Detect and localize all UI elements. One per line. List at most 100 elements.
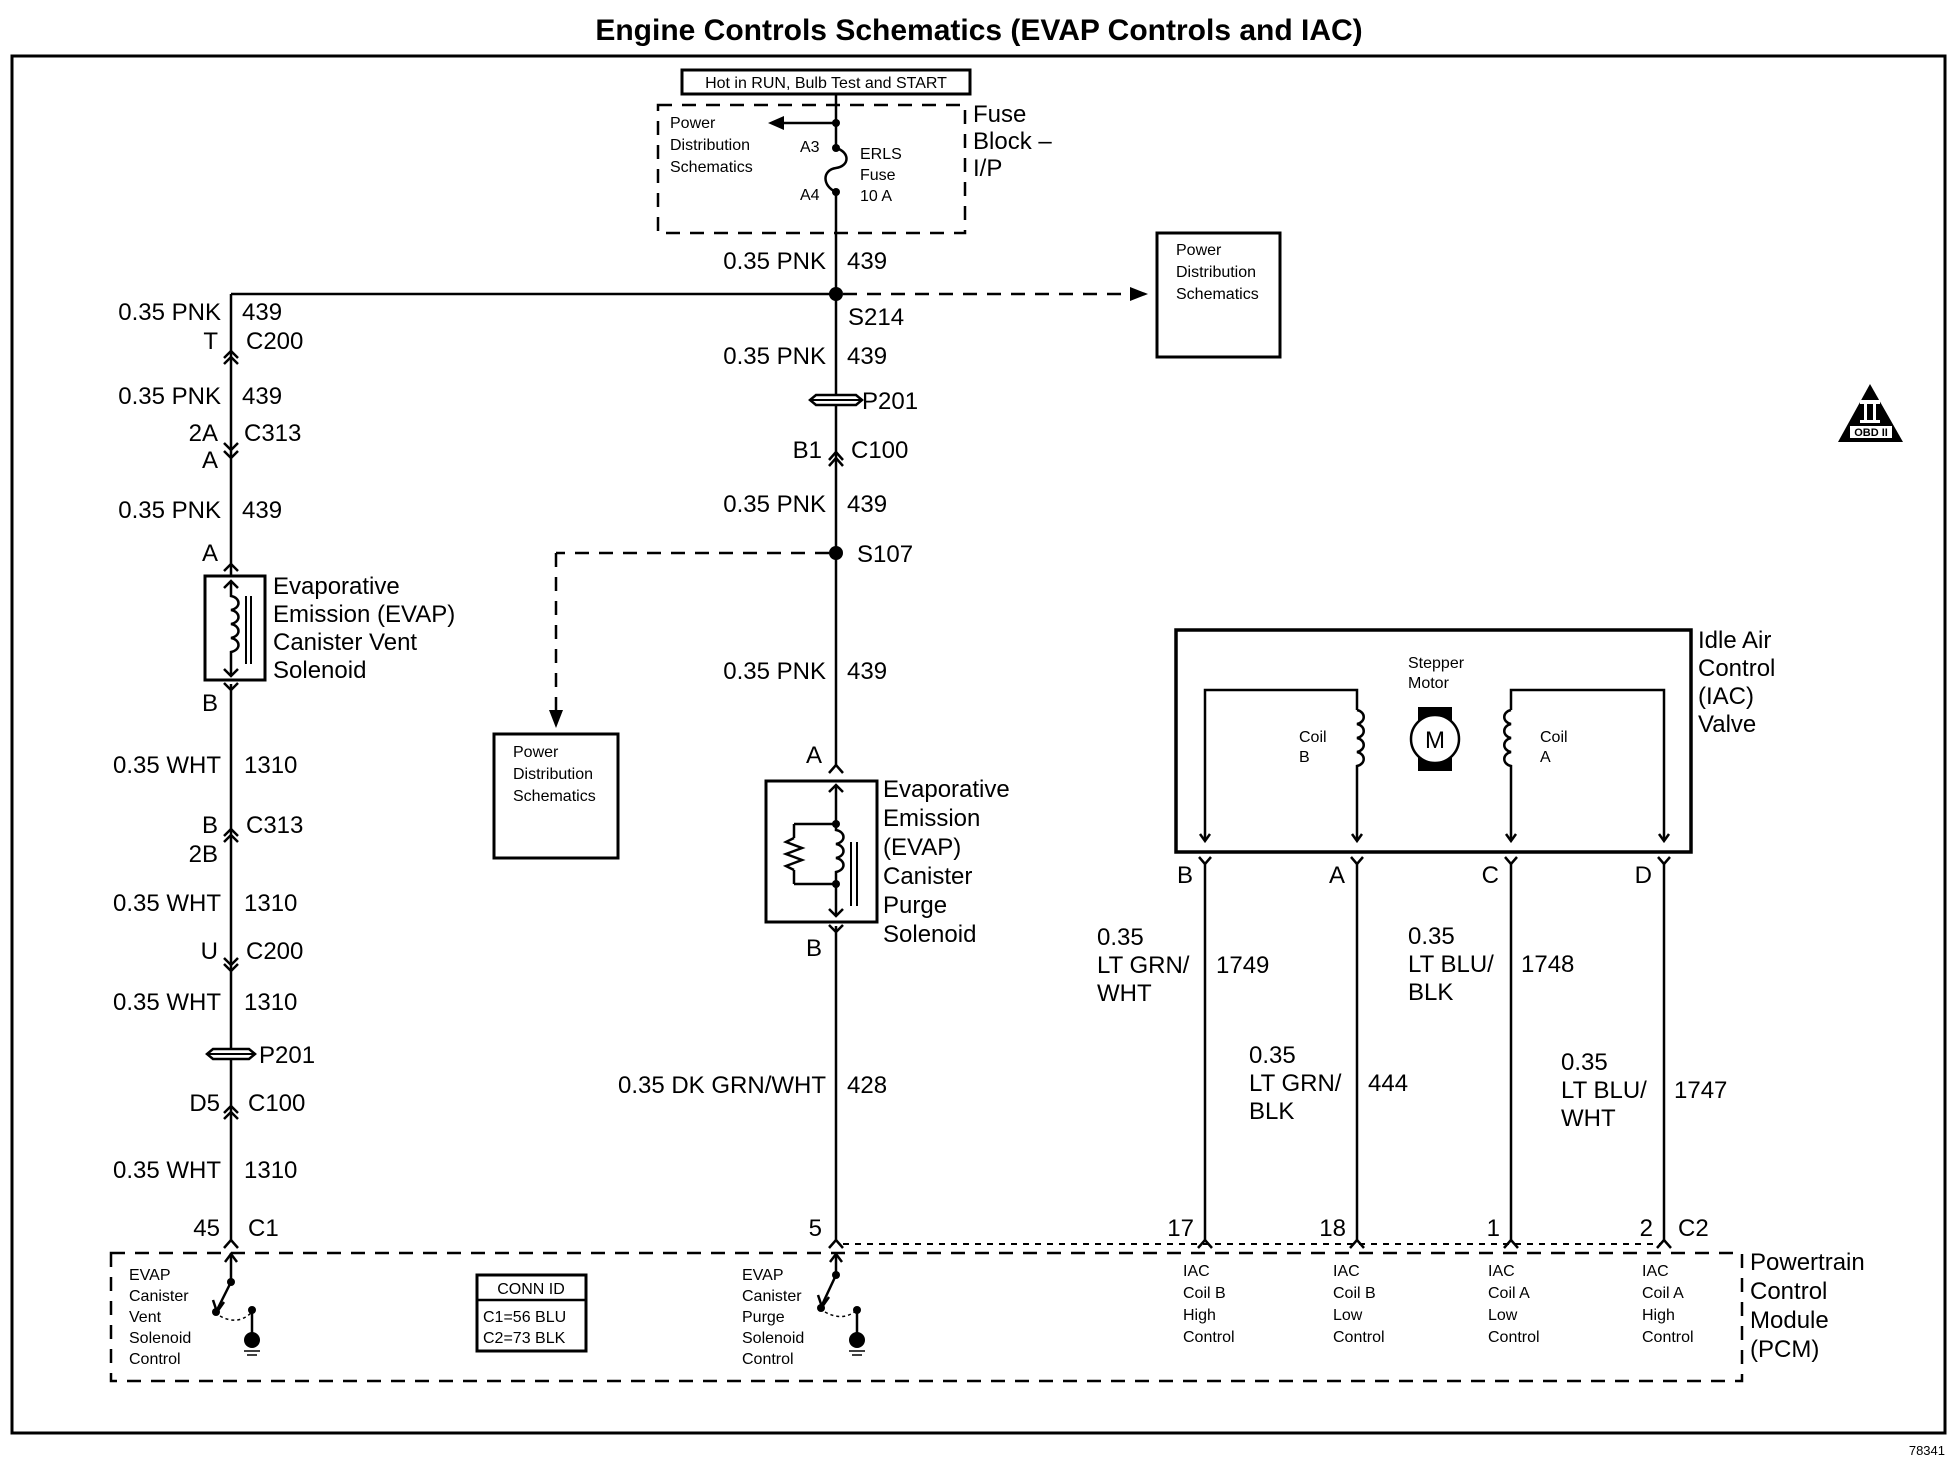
- left-p201-label: P201: [259, 1042, 315, 1069]
- iac-wire-444-circuit: 444: [1368, 1070, 1408, 1097]
- left-c100-pin: D5: [189, 1090, 220, 1117]
- coil-b-label: Coil B: [1299, 729, 1331, 766]
- left-wire-3-circuit: 439: [242, 497, 282, 524]
- splice-s214-label: S214: [848, 304, 904, 331]
- obd-ii-icon: OBD II: [1838, 384, 1903, 442]
- center-wire-4-color: 0.35 PNK: [723, 658, 826, 685]
- pcm-iac-control-2: IAC Coil B Low Control: [1333, 1263, 1385, 1346]
- coil-a-icon: [1503, 688, 1671, 844]
- left-c313-bottom-pin-lower: 2B: [189, 841, 218, 868]
- iac-wire-1747-color: 0.35 LT BLU/ WHT: [1561, 1049, 1654, 1132]
- purge-control-switch-icon: [816, 1251, 865, 1356]
- pcm-iac-control-4: IAC Coil A High Control: [1642, 1263, 1694, 1346]
- iac-pin-c: C: [1482, 862, 1499, 889]
- left-wire-1-circuit: 439: [242, 299, 282, 326]
- left-c200-top-id: C200: [246, 328, 303, 355]
- center-wire-2-color: 0.35 PNK: [723, 343, 826, 370]
- center-p201-label: P201: [862, 388, 918, 415]
- purge-solenoid-box: [764, 779, 879, 924]
- iac-pin-d: D: [1635, 862, 1652, 889]
- splice-s214: [829, 287, 843, 301]
- vent-solenoid-pin-b: B: [202, 690, 218, 717]
- figure-id: 78341: [1909, 1443, 1945, 1458]
- pcm-iac-control-1: IAC Coil B High Control: [1183, 1263, 1235, 1346]
- left-wire-2-color: 0.35 PNK: [118, 383, 221, 410]
- purge-control-label: EVAP Canister Purge Solenoid Control: [742, 1267, 809, 1368]
- pcm-iac-control-3: IAC Coil A Low Control: [1488, 1263, 1540, 1346]
- iac-wire-444: [1349, 856, 1365, 1249]
- purge-solenoid-pin-b: B: [806, 935, 822, 962]
- left-wire-2-circuit: 439: [242, 383, 282, 410]
- iac-wire-1748-circuit: 1748: [1521, 951, 1574, 978]
- center-c100-id: C100: [851, 437, 908, 464]
- left-wire-5-color: 0.35 WHT: [113, 890, 221, 917]
- left-wire-3-color: 0.35 PNK: [118, 497, 221, 524]
- left-pcm-connector: C1: [248, 1215, 279, 1242]
- pass-through-icon: [205, 1047, 257, 1061]
- connector-icon: [223, 349, 239, 365]
- iac-valve-name: Idle Air Control (IAC) Valve: [1698, 627, 1782, 738]
- fuse-block-dashed-box: [656, 103, 967, 235]
- coil-a-label: Coil A: [1540, 729, 1572, 766]
- left-c313-bottom-id: C313: [246, 812, 303, 839]
- vent-control-switch-icon: [211, 1251, 260, 1356]
- pcm-pin-1: 1: [1487, 1215, 1500, 1242]
- iac-wire-1749: [1197, 856, 1213, 1249]
- fuse-icon: [824, 146, 848, 194]
- iac-valve-box: [1174, 628, 1693, 854]
- left-c100-id: C100: [248, 1090, 305, 1117]
- pcm-pin-17: 17: [1167, 1215, 1194, 1242]
- splice-s107-label: S107: [857, 541, 913, 568]
- center-wire-3-color: 0.35 PNK: [723, 491, 826, 518]
- coil-b-icon: [1198, 688, 1365, 844]
- left-c200-top-pin: T: [203, 328, 218, 355]
- left-wire-4-color: 0.35 WHT: [113, 752, 221, 779]
- iac-wire-1747-circuit: 1747: [1674, 1077, 1727, 1104]
- vent-solenoid-pin-a: A: [202, 540, 218, 567]
- iac-wire-1748: [1503, 856, 1519, 1249]
- left-c313-top-id: C313: [244, 420, 301, 447]
- vent-solenoid-name: Evaporative Emission (EVAP) Canister Ven…: [273, 573, 462, 684]
- iac-pin-a: A: [1329, 862, 1345, 889]
- pds-box-right[interactable]: [1155, 231, 1282, 359]
- connector-icon: [223, 827, 239, 843]
- center-wire-5-color: 0.35 DK GRN/WHT: [618, 1072, 826, 1099]
- connector-icon: [223, 442, 239, 460]
- motor-icon: M: [1409, 707, 1461, 771]
- vent-solenoid-box: [203, 574, 267, 682]
- diagram-frame: [10, 54, 1947, 1435]
- connector-icon: [223, 1104, 239, 1120]
- iac-wire-1749-color: 0.35 LT GRN/ WHT: [1097, 924, 1196, 1007]
- pass-through-icon: [808, 393, 864, 407]
- left-pcm-pin: 45: [193, 1215, 220, 1242]
- iac-pin-b: B: [1177, 862, 1193, 889]
- left-wire-5-circuit: 1310: [244, 890, 297, 917]
- left-c313-bottom-pin-upper: B: [202, 812, 218, 839]
- stepper-motor-label: Stepper Motor: [1408, 655, 1469, 692]
- page-title: Engine Controls Schematics (EVAP Control…: [595, 14, 1362, 47]
- center-wire-4-circuit: 439: [847, 658, 887, 685]
- pcm-pin-18: 18: [1319, 1215, 1346, 1242]
- pcm-connector-c2: C2: [1678, 1215, 1709, 1242]
- fuse-terminal-a3: A3: [800, 139, 820, 156]
- arrow-right-icon: [1130, 287, 1148, 301]
- conn-id-header: CONN ID: [497, 1281, 565, 1298]
- connector-icon: [828, 450, 844, 467]
- center-c100-pin: B1: [793, 437, 822, 464]
- left-wire-7-circuit: 1310: [244, 1157, 297, 1184]
- center-wire-3-circuit: 439: [847, 491, 887, 518]
- fuse-block-name: Fuse Block – I/P: [973, 101, 1058, 182]
- connector-icon: [223, 957, 239, 973]
- left-wire-7-color: 0.35 WHT: [113, 1157, 221, 1184]
- conn-id-row-c1: C1=56 BLU: [483, 1309, 566, 1326]
- center-wire-5-circuit: 428: [847, 1072, 887, 1099]
- center-wire-top-color: 0.35 PNK: [723, 248, 826, 275]
- fuse-block-pds-link[interactable]: Power Distribution Schematics: [670, 115, 754, 176]
- pds-box-left[interactable]: [492, 732, 620, 860]
- left-c313-top-pin-lower: A: [202, 447, 218, 474]
- left-wire-1-color: 0.35 PNK: [118, 299, 221, 326]
- iac-wire-1747: [1656, 856, 1672, 1249]
- vent-control-label: EVAP Canister Vent Solenoid Control: [129, 1267, 196, 1368]
- hot-in-run-label-box: [680, 68, 972, 96]
